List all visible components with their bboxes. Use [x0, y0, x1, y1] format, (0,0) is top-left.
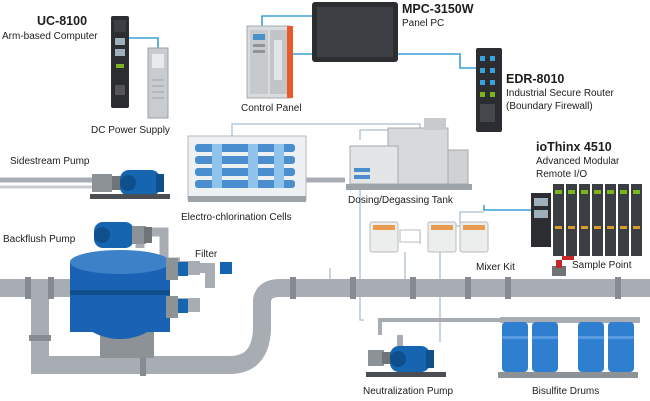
- uc8100-device: [111, 16, 129, 108]
- mpc3150w-device: [312, 2, 398, 62]
- sample-point-label: Sample Point: [572, 260, 632, 271]
- uc8100-title: UC-8100: [37, 14, 88, 28]
- edr8010-subtitle-line2: (Boundary Firewall): [506, 101, 593, 112]
- pipe-flanges: [25, 277, 621, 376]
- backflush-pump-label: Backflush Pump: [3, 234, 76, 245]
- uc8100-subtitle: Arm-based Computer: [2, 31, 98, 42]
- sidestream-pump: [90, 170, 170, 199]
- control-panel-label: Control Panel: [241, 103, 302, 114]
- dosing-tank: [346, 118, 472, 190]
- mpc3150w-title: MPC-3150W: [402, 2, 474, 16]
- neutralization-pump: [366, 346, 446, 377]
- iothinx-subtitle-line2: Remote I/O: [536, 169, 588, 180]
- iothinx-device: [531, 184, 642, 256]
- dosing-tank-label: Dosing/Degassing Tank: [348, 195, 453, 206]
- filter-vessel: [70, 250, 232, 358]
- mixer-kit-label: Mixer Kit: [476, 262, 515, 273]
- iothinx-subtitle-line1: Advanced Modular: [536, 156, 620, 167]
- bisulfite-drums: [498, 322, 638, 378]
- mixer-kit: [369, 221, 489, 253]
- electro-chlorination-label: Electro-chlorination Cells: [181, 212, 292, 223]
- edr8010-device: [476, 48, 502, 132]
- dc-power-supply: [147, 47, 169, 119]
- electro-chlorination-cells: [187, 135, 307, 202]
- backflush-pump: [94, 222, 152, 248]
- control-panel-cabinet: [246, 25, 293, 99]
- filter-label: Filter: [195, 249, 218, 260]
- sample-point-valve: [552, 256, 574, 276]
- neutralization-pump-label: Neutralization Pump: [363, 386, 454, 397]
- iothinx-title: ioThinx 4510: [536, 140, 612, 154]
- sidestream-pump-label: Sidestream Pump: [10, 156, 90, 167]
- mpc3150w-subtitle: Panel PC: [402, 18, 445, 29]
- dc-power-supply-label: DC Power Supply: [91, 125, 170, 136]
- edr8010-subtitle-line1: Industrial Secure Router: [506, 88, 614, 99]
- bisulfite-drums-label: Bisulfite Drums: [532, 386, 600, 397]
- edr8010-title: EDR-8010: [506, 72, 565, 86]
